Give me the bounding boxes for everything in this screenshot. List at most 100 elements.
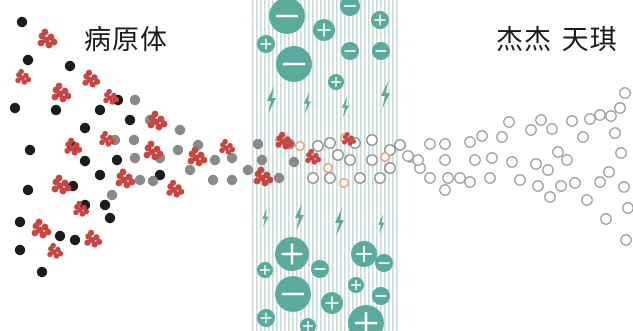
gray-particle bbox=[172, 144, 184, 156]
clean-particle bbox=[566, 115, 578, 127]
pathogen-cluster bbox=[166, 179, 185, 198]
membrane-ions bbox=[257, 0, 393, 331]
pathogen-cluster bbox=[187, 146, 208, 167]
lightning-bolt-icon bbox=[378, 214, 385, 234]
pathogen-cluster bbox=[51, 82, 72, 103]
clean-particle bbox=[412, 154, 424, 166]
clean-particle bbox=[615, 147, 627, 159]
plus-ion-icon bbox=[275, 237, 309, 271]
pathogen-cluster bbox=[84, 229, 103, 248]
plus-ion-icon bbox=[348, 305, 384, 331]
plus-ion-icon bbox=[257, 309, 275, 327]
pathogen-cluster bbox=[253, 166, 274, 187]
plus-ion-icon bbox=[328, 74, 344, 90]
lightning-bolt-icon bbox=[381, 81, 390, 109]
clean-particle bbox=[584, 113, 596, 125]
author-label: 杰杰 天琪 bbox=[496, 25, 618, 56]
clean-particle bbox=[535, 114, 547, 126]
clean-particle bbox=[542, 164, 554, 176]
plus-ion-icon bbox=[300, 318, 316, 331]
clean-particle bbox=[603, 166, 615, 178]
gray-particle bbox=[226, 152, 238, 164]
dark-particle bbox=[14, 216, 26, 228]
minus-ion-icon bbox=[341, 42, 359, 60]
pathogen-cluster bbox=[47, 242, 64, 259]
dark-particle bbox=[14, 244, 26, 256]
filtered-particle bbox=[324, 172, 336, 184]
dark-particle bbox=[99, 199, 111, 211]
lightning-bolt-icon bbox=[262, 208, 269, 228]
clean-particle bbox=[439, 184, 451, 196]
gray-particle bbox=[209, 154, 221, 166]
plus-ion-icon bbox=[313, 19, 335, 41]
clean-particle bbox=[476, 130, 488, 142]
tinted-particle bbox=[294, 141, 305, 152]
plus-ion-icon bbox=[257, 262, 273, 278]
dark-particle bbox=[154, 169, 166, 181]
particle-stream bbox=[9, 16, 633, 278]
clean-particle bbox=[532, 180, 544, 192]
clean-particle bbox=[503, 116, 515, 128]
clean-particle bbox=[484, 172, 496, 184]
dark-particle bbox=[69, 234, 81, 246]
filtered-particle bbox=[394, 139, 406, 151]
pathogen-cluster bbox=[275, 131, 294, 150]
dark-particle bbox=[64, 60, 76, 72]
gray-particle bbox=[256, 154, 268, 166]
filtered-particle bbox=[344, 154, 356, 166]
pathogen-cluster bbox=[115, 168, 136, 189]
gray-particle bbox=[129, 152, 141, 164]
dark-particle bbox=[94, 104, 106, 116]
clean-particle bbox=[525, 124, 537, 136]
clean-particle bbox=[469, 154, 481, 166]
dark-particle bbox=[79, 122, 91, 134]
pathogen-cluster bbox=[64, 137, 83, 156]
pathogen-label: 病原体 bbox=[84, 25, 168, 56]
clean-particle bbox=[486, 152, 498, 164]
dark-particle bbox=[111, 154, 123, 166]
filtered-particle bbox=[384, 144, 396, 156]
clean-particle bbox=[569, 177, 581, 189]
clean-particle bbox=[614, 102, 626, 114]
pathogen-cluster bbox=[219, 138, 236, 155]
dark-particle bbox=[94, 169, 106, 181]
clean-particle bbox=[439, 154, 451, 166]
gray-particle bbox=[226, 174, 238, 186]
clean-particle bbox=[530, 158, 542, 170]
dark-particle bbox=[50, 104, 62, 116]
clean-particle bbox=[424, 138, 436, 150]
lightning-bolt-icon bbox=[295, 203, 304, 231]
filtered-particle bbox=[384, 162, 396, 174]
gray-particle bbox=[174, 124, 186, 136]
gray-particle bbox=[147, 175, 159, 187]
dark-particle bbox=[16, 16, 28, 28]
minus-ion-icon bbox=[269, 0, 305, 34]
clean-particle bbox=[464, 176, 476, 188]
pathogen-cluster bbox=[342, 132, 356, 146]
filtered-particle bbox=[366, 134, 378, 146]
gray-particle bbox=[242, 164, 254, 176]
dark-particle bbox=[22, 54, 34, 66]
membrane-bolts bbox=[262, 81, 390, 236]
pathogen-clusters bbox=[15, 28, 356, 259]
minus-ion-icon bbox=[275, 276, 311, 312]
clean-particle bbox=[454, 172, 466, 184]
lightning-bolt-icon bbox=[267, 86, 276, 114]
clean-particle bbox=[544, 191, 556, 203]
clean-particle bbox=[622, 202, 633, 214]
filtered-particle bbox=[354, 172, 366, 184]
dark-particle bbox=[9, 102, 21, 114]
tinted-particle bbox=[322, 163, 333, 174]
clean-particle bbox=[552, 146, 564, 158]
gray-particle bbox=[288, 156, 300, 168]
filtered-particle bbox=[324, 137, 336, 149]
clean-particle bbox=[514, 174, 526, 186]
clean-particle bbox=[600, 213, 612, 225]
pathogen-cluster bbox=[143, 140, 164, 161]
clean-particle bbox=[464, 136, 476, 148]
gray-particle bbox=[128, 134, 140, 146]
dark-particle bbox=[24, 144, 36, 156]
filtered-particle bbox=[374, 172, 386, 184]
dark-particle bbox=[104, 212, 116, 224]
